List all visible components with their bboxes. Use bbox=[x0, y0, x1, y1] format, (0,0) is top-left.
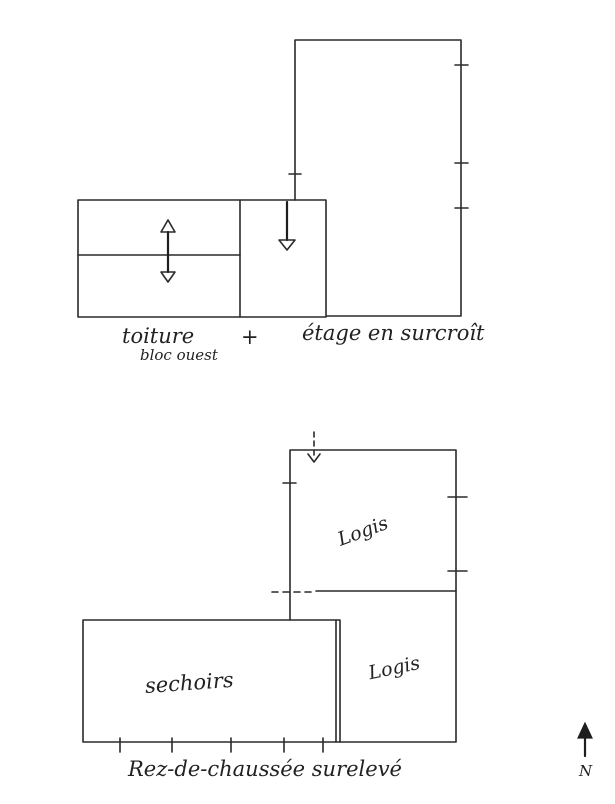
sechoirs-label: sechoirs bbox=[144, 668, 234, 698]
down-arrow-icon bbox=[278, 200, 296, 251]
top-plan: toiture + étage en surcroît bloc ouest bbox=[77, 39, 485, 364]
sechoirs-block-outline bbox=[82, 619, 341, 743]
upper-floor-label: étage en surcroît bbox=[302, 321, 485, 345]
ground-east-block-outline bbox=[289, 449, 457, 743]
north-label: N bbox=[578, 762, 593, 780]
upper-floor-outline bbox=[294, 39, 462, 317]
bottom-plan: Logis Logis sechoirs Rez-de-chaussée sur… bbox=[82, 431, 468, 781]
block-label: bloc ouest bbox=[140, 346, 219, 364]
double-arrow-icon bbox=[160, 219, 176, 283]
north-arrow-icon bbox=[577, 721, 593, 758]
plus-label: + bbox=[241, 325, 259, 349]
logis-upper-label: Logis bbox=[334, 512, 392, 551]
roof-label: toiture bbox=[122, 324, 194, 348]
logis-lower-label: Logis bbox=[366, 652, 423, 685]
ground-floor-caption: Rez-de-chaussée surelevé bbox=[127, 757, 402, 781]
entry-arrow-icon bbox=[307, 431, 321, 463]
roof-block-outline bbox=[77, 199, 327, 318]
